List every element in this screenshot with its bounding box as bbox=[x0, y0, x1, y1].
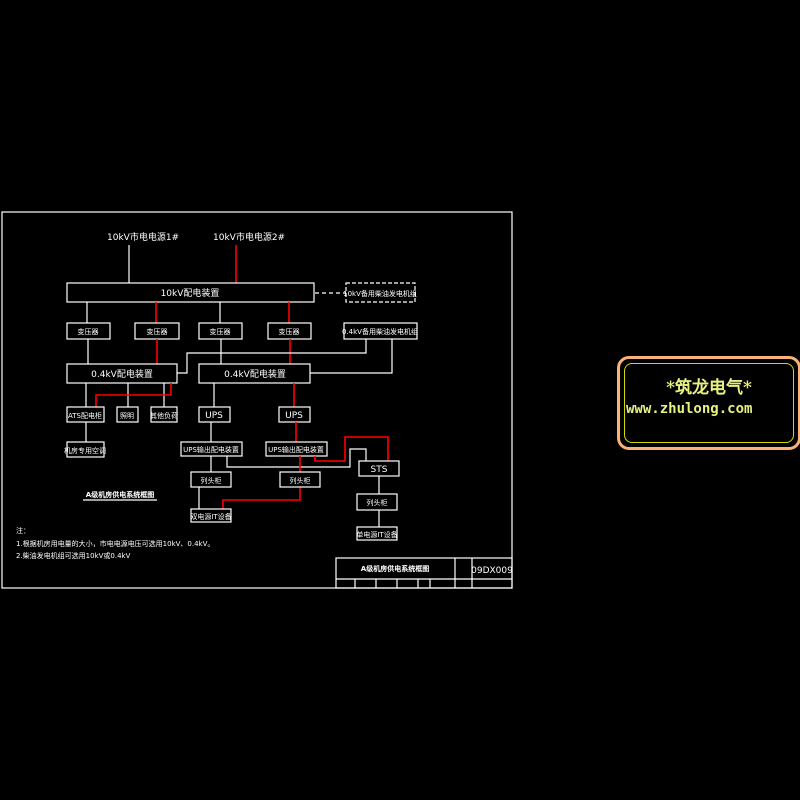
ups-2-label: UPS bbox=[285, 411, 303, 421]
transformer-3-label: 变压器 bbox=[210, 327, 231, 336]
title-block-title: A级机房供电系统框图 bbox=[361, 564, 429, 573]
diagram-title: A级机房供电系统框图 bbox=[86, 490, 154, 499]
lv-generator-label: 0.4kV备用柴油发电机组 bbox=[342, 327, 418, 336]
lighting-label: 照明 bbox=[120, 412, 134, 420]
transformer-2-label: 变压器 bbox=[147, 327, 168, 336]
column-cabinet-3-box bbox=[356, 493, 398, 511]
transformer-4-label: 变压器 bbox=[279, 327, 300, 336]
note-1: 1.根据机房用电量的大小，市电电源电压可选用10kV、0.4kV。 bbox=[16, 539, 214, 548]
other-load-box bbox=[150, 406, 178, 423]
ups-output-2-box bbox=[265, 441, 328, 457]
drawing-frame bbox=[1, 211, 513, 589]
lv-to-load-lines bbox=[85, 383, 295, 407]
column-cabinet-2-box bbox=[279, 471, 321, 488]
lighting-box bbox=[116, 406, 139, 423]
column-cabinet-1-box bbox=[190, 471, 232, 488]
transformer-to-lv-lines bbox=[87, 339, 393, 374]
column-cabinet-3-label: 列头柜 bbox=[367, 498, 388, 507]
dual-it-label: 双电源IT设备 bbox=[190, 512, 231, 521]
note-2: 2.柴油发电机组可选用10kV或0.4kV bbox=[16, 551, 131, 560]
ups-output-lines bbox=[198, 436, 389, 527]
ups-1-label: UPS bbox=[205, 411, 223, 421]
column-cabinet-2-label: 列头柜 bbox=[290, 476, 311, 485]
source-1-label: 10kV市电电源1# bbox=[107, 231, 179, 243]
ac-label: 机房专用空调 bbox=[64, 446, 106, 455]
ups-output-2-label: UPS输出配电装置 bbox=[268, 445, 324, 454]
single-it-box bbox=[356, 526, 398, 541]
ac-box bbox=[66, 441, 105, 458]
zhulong-logo: *筑龙电气* www.zhulong.com bbox=[617, 356, 800, 450]
hv-to-transformer-lines bbox=[86, 302, 290, 323]
lv-switchgear-2-label: 0.4kV配电装置 bbox=[224, 368, 286, 380]
single-it-label: 单电源IT设备 bbox=[356, 530, 397, 539]
column-cabinet-1-label: 列头柜 bbox=[201, 476, 222, 485]
ats-label: ATS配电柜 bbox=[68, 411, 102, 420]
source-2-label: 10kV市电电源2# bbox=[213, 231, 285, 243]
ups-2-box bbox=[278, 406, 311, 423]
lv-switchgear-2-box bbox=[198, 363, 311, 384]
hv-switchgear-label: 10kV配电装置 bbox=[161, 287, 220, 299]
ups-1-box bbox=[198, 406, 231, 423]
title-block bbox=[335, 557, 513, 589]
logo-name: *筑龙电气* bbox=[666, 378, 752, 398]
logo-url: www.zhulong.com bbox=[626, 401, 753, 417]
transformer-1-label: 变压器 bbox=[78, 327, 99, 336]
title-block-code: 09DX009 bbox=[471, 566, 513, 576]
hv-generator-label: 10kV备用柴油发电机组 bbox=[343, 289, 417, 298]
ups-output-1-label: UPS输出配电装置 bbox=[183, 445, 239, 454]
hv-generator-box bbox=[345, 282, 416, 303]
hv-switchgear-box bbox=[66, 282, 315, 303]
sts-box bbox=[358, 460, 400, 477]
other-load-label: 其他负荷 bbox=[150, 411, 178, 420]
lv-generator-box bbox=[343, 322, 418, 340]
lv-switchgear-1-box bbox=[66, 363, 178, 384]
notes-heading: 注： bbox=[16, 526, 30, 535]
lv-switchgear-1-label: 0.4kV配电装置 bbox=[91, 368, 153, 380]
dual-it-box bbox=[190, 508, 232, 523]
logo-inner-border bbox=[624, 363, 794, 443]
sts-label: STS bbox=[371, 465, 388, 475]
